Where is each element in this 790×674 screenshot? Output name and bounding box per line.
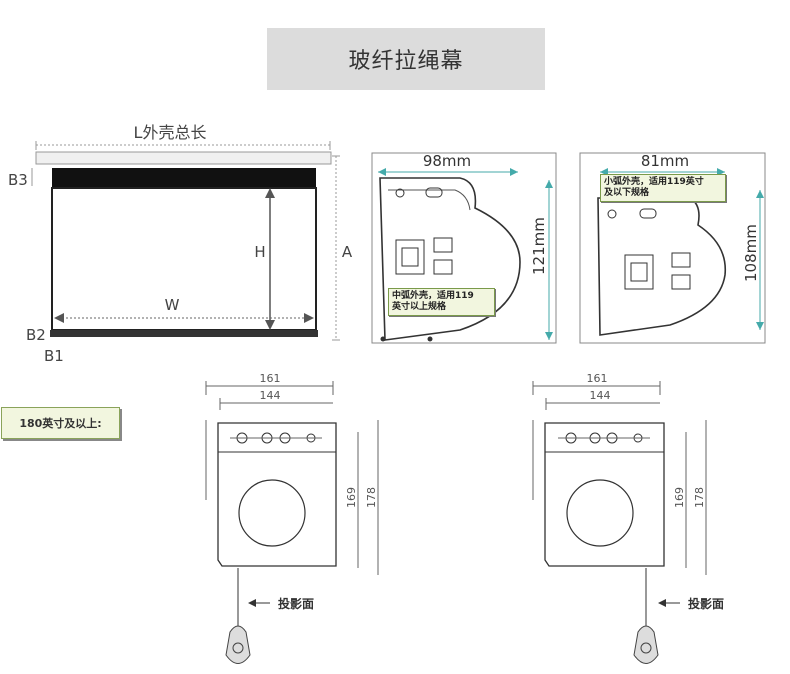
bracket-right-dim-outer: 161: [587, 372, 608, 385]
bracket-left-dim-h1: 169: [345, 487, 358, 508]
bracket-left-dim-outer: 161: [260, 372, 281, 385]
height-label: H: [254, 243, 265, 261]
screen-drawing: L外壳总长 H W A B3 B2 B1: [8, 123, 353, 365]
b2-label: B2: [26, 326, 46, 344]
medium-note-line2: 英寸以上规格: [392, 302, 447, 312]
medium-note-line1: 中弧外壳，适用119: [392, 291, 474, 301]
bracket-right-projection-label: 投影面: [688, 596, 724, 611]
small-note-line2: 及以下规格: [604, 188, 650, 198]
pull-handle-icon: [225, 625, 251, 664]
medium-height-label: 121mm: [530, 217, 548, 275]
small-note-line1: 小弧外壳，适用119英寸: [604, 177, 704, 187]
large-size-note: 180英寸及以上:: [1, 407, 120, 439]
b3-label: B3: [8, 171, 28, 189]
width-label: W: [165, 296, 180, 314]
bracket-left-projection-label: 投影面: [278, 596, 314, 611]
b1-label: B1: [44, 347, 64, 365]
bracket-right-dim-h2: 178: [693, 487, 706, 508]
length-label: L外壳总长: [134, 123, 207, 142]
small-width-label: 81mm: [641, 152, 689, 170]
bracket-right: 161 144 169 178 投影面: [532, 372, 724, 664]
medium-width-label: 98mm: [423, 152, 471, 170]
total-height-label: A: [342, 243, 353, 261]
page-title: 玻纤拉绳幕: [267, 28, 545, 90]
small-housing-note: 小弧外壳，适用119英寸 及以下规格: [600, 174, 726, 202]
bracket-left-dim-inner: 144: [260, 389, 281, 402]
medium-housing-note: 中弧外壳，适用119 英寸以上规格: [388, 288, 495, 316]
small-height-label: 108mm: [742, 224, 760, 282]
bracket-right-dim-h1: 169: [673, 487, 686, 508]
pull-handle-icon: [633, 625, 659, 664]
bracket-right-dim-inner: 144: [590, 389, 611, 402]
bracket-left: 161 144 169 178 投影面: [205, 372, 379, 664]
bracket-left-dim-h2: 178: [365, 487, 378, 508]
